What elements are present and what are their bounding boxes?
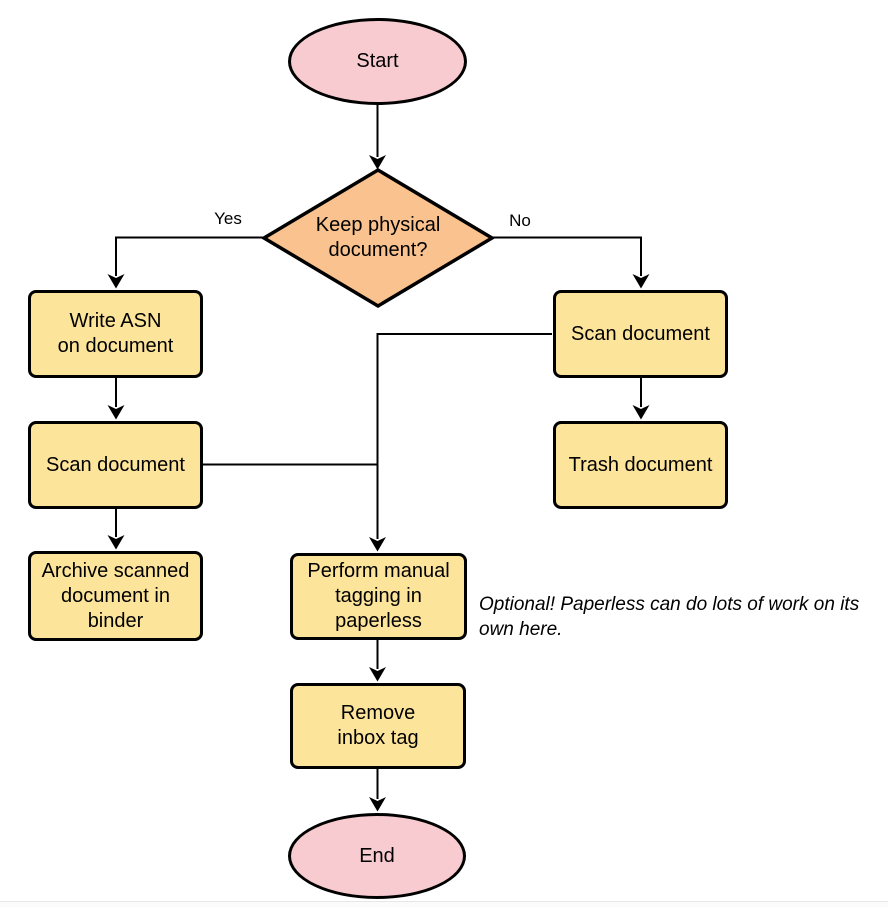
node-trash-document: Trash document [553, 421, 728, 509]
edge-scan-right-to-tagging [376, 333, 552, 539]
arrowhead-tagging [369, 537, 386, 552]
arrowhead-write-asn [107, 274, 125, 289]
node-scan-document-left: Scan document [28, 421, 203, 509]
node-write-asn: Write ASN on document [28, 290, 203, 378]
arrowhead-archive [107, 535, 125, 550]
node-decision-shape [260, 167, 496, 309]
annotation-optional: Optional! Paperless can do lots of work … [479, 594, 860, 640]
window-bottom-edge [0, 901, 888, 902]
edge-label-yes: Yes [214, 209, 242, 228]
arrowhead-end [369, 797, 386, 812]
arrowhead-decision [369, 155, 386, 170]
node-manual-tagging: Perform manual tagging in paperless [290, 553, 467, 640]
edge-decision-no-to-scan-right [492, 236, 642, 276]
arrowhead-scan-left [107, 405, 125, 420]
node-decision-keep-physical: Keep physical document? [315, 214, 441, 261]
edge-decision-yes-to-write-asn [115, 236, 264, 276]
node-remove-inbox-tag: Remove inbox tag [290, 683, 466, 769]
arrowhead-trash [632, 405, 650, 420]
arrowhead-remove-inbox [369, 667, 386, 682]
node-archive-binder: Archive scanned document in binder [28, 551, 203, 641]
window-bottom-strip [0, 902, 888, 907]
node-end: End [288, 813, 466, 899]
arrowhead-scan-right [632, 274, 650, 289]
node-scan-document-right: Scan document [553, 290, 728, 378]
node-start: Start [288, 18, 467, 105]
edge-label-no: No [509, 211, 531, 230]
